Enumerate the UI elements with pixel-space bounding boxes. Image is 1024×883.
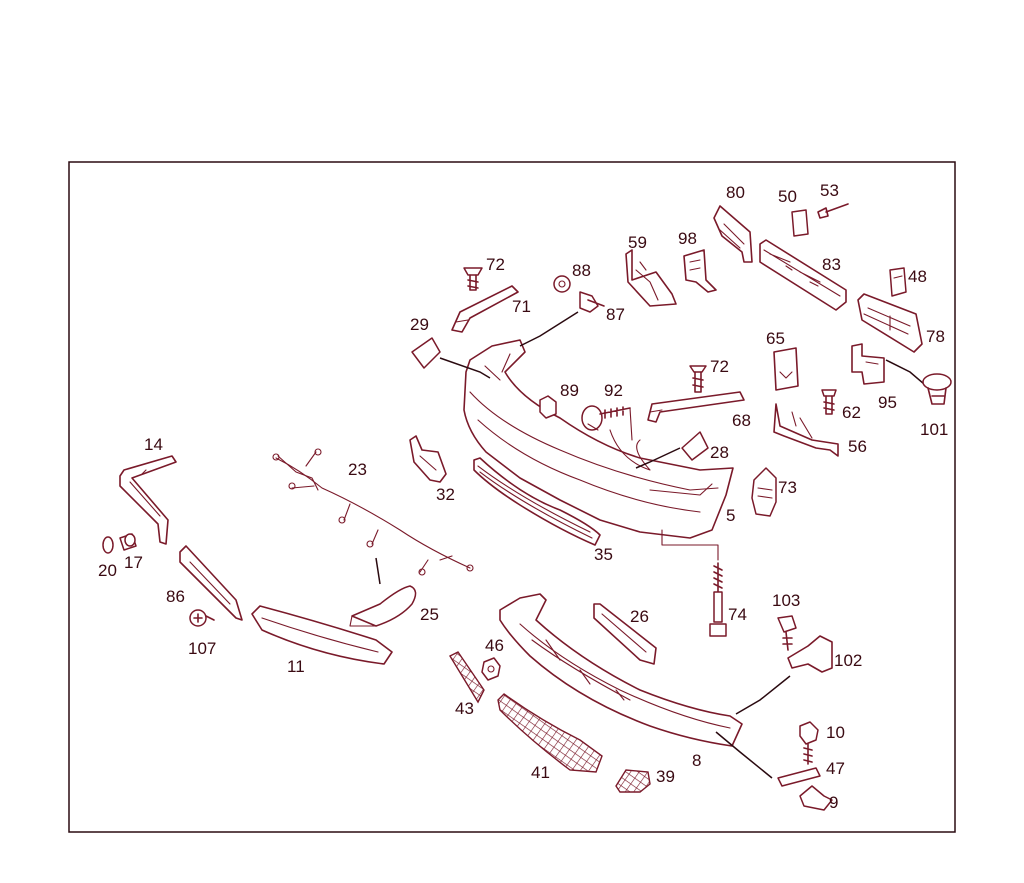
part-92-screw [581, 405, 633, 441]
label-14: 14 [144, 435, 163, 454]
part-68-bracket [647, 391, 745, 423]
part-72-clip-b [689, 365, 707, 393]
part-103-screw [777, 615, 797, 651]
part-8-spoiler [499, 593, 791, 779]
label-17: 17 [124, 553, 143, 572]
part-29-cap [411, 337, 491, 379]
label-20: 20 [98, 561, 117, 580]
part-14-trim-strip [119, 455, 177, 545]
label-32: 32 [436, 485, 455, 504]
part-59-bracket [625, 249, 677, 307]
part-23-wiring-harness [272, 448, 474, 585]
label-92: 92 [604, 381, 623, 400]
label-102: 102 [834, 651, 862, 670]
part-47-plate [777, 767, 821, 787]
part-5-bumper-cover [463, 339, 734, 539]
label-78: 78 [926, 327, 945, 346]
part-88-washer [553, 275, 571, 293]
part-41-mesh-grille [497, 693, 603, 773]
part-72-clip [463, 267, 483, 291]
diagram-frame [68, 161, 956, 833]
label-29: 29 [410, 315, 429, 334]
label-10: 10 [826, 723, 845, 742]
label-11: 11 [287, 657, 305, 676]
label-103: 103 [772, 591, 800, 610]
part-48-clip [889, 267, 907, 297]
label-5: 5 [726, 506, 735, 525]
part-17-plug [119, 533, 137, 551]
label-48: 48 [908, 267, 927, 286]
label-41: 41 [531, 763, 550, 782]
label-39: 39 [656, 767, 675, 786]
label-74: 74 [728, 605, 747, 624]
label-65: 65 [766, 329, 785, 348]
label-89: 89 [560, 381, 579, 400]
label-107: 107 [188, 639, 216, 658]
part-39-mesh-grille [615, 769, 651, 793]
part-102-bracket [787, 635, 833, 673]
label-72-b: 72 [710, 357, 729, 376]
label-101: 101 [920, 420, 948, 439]
part-25-cable-tie [349, 585, 417, 627]
part-56-bracket [773, 403, 839, 457]
part-87-bolt [519, 291, 605, 347]
label-80: 80 [726, 183, 745, 202]
part-73-clip [751, 467, 777, 517]
label-23: 23 [348, 460, 367, 479]
label-62: 62 [842, 403, 861, 422]
label-95: 95 [878, 393, 897, 412]
label-83: 83 [822, 255, 841, 274]
part-43-grille [449, 651, 485, 704]
part-65-bracket [773, 347, 799, 391]
part-32-bracket [409, 435, 447, 483]
part-95-bracket [851, 343, 925, 385]
label-26: 26 [630, 607, 649, 626]
part-89-nut [539, 395, 557, 419]
part-50-block [791, 209, 809, 237]
label-28: 28 [710, 443, 729, 462]
part-71-bracket [451, 285, 519, 333]
part-62-clip [821, 389, 837, 415]
label-72: 72 [486, 255, 505, 274]
label-8: 8 [692, 751, 701, 770]
label-47: 47 [826, 759, 845, 778]
label-59: 59 [628, 233, 647, 252]
label-71: 71 [512, 297, 531, 316]
part-78-absorber [857, 293, 923, 353]
part-26-grille [593, 603, 657, 665]
part-86-spacer [179, 545, 243, 621]
part-80-absorber [713, 205, 753, 263]
label-88: 88 [572, 261, 591, 280]
part-101-plug [922, 373, 952, 405]
part-53-screw [817, 203, 849, 219]
label-9: 9 [829, 793, 838, 812]
part-10-bolt [799, 721, 819, 765]
label-46: 46 [485, 636, 504, 655]
part-98-bracket [683, 249, 717, 293]
label-98: 98 [678, 229, 697, 248]
label-68: 68 [732, 411, 751, 430]
part-28-cap [635, 431, 709, 469]
part-107-screw [189, 609, 215, 627]
part-20-washer [102, 536, 114, 554]
part-11-trim-strip [251, 605, 393, 665]
label-73: 73 [778, 478, 797, 497]
part-83-carrier [759, 239, 847, 311]
part-35-grille-strip [473, 457, 601, 546]
part-46-nut [481, 657, 501, 681]
label-25: 25 [420, 605, 439, 624]
label-87: 87 [606, 305, 625, 324]
label-50: 50 [778, 187, 797, 206]
part-74-bolt [661, 529, 727, 637]
label-35: 35 [594, 545, 613, 564]
part-9-clip [799, 785, 833, 811]
label-56: 56 [848, 437, 867, 456]
label-86: 86 [166, 587, 185, 606]
label-53: 53 [820, 181, 839, 200]
label-43: 43 [455, 699, 474, 718]
